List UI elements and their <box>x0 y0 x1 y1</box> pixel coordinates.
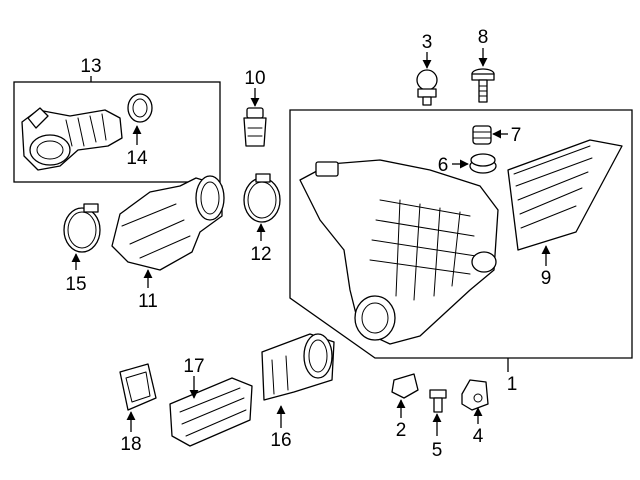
air-cleaner-housing-1 <box>299 159 499 345</box>
bolt-8 <box>471 68 495 103</box>
callout-18: 18 <box>120 434 141 455</box>
callout-16: 16 <box>270 430 291 451</box>
resonator-tube-11 <box>111 175 225 271</box>
callout-17: 17 <box>183 356 204 377</box>
bolt-5 <box>429 389 447 413</box>
grommet-stud-3 <box>416 69 438 106</box>
callout-1: 1 <box>507 374 518 395</box>
callout-13: 13 <box>80 56 101 77</box>
callout-3: 3 <box>422 32 433 53</box>
group-frame-13 <box>13 81 221 183</box>
bracket-4 <box>461 379 489 411</box>
callout-10: 10 <box>244 68 265 89</box>
inlet-hose-assembly-13 <box>21 107 123 171</box>
seal-18 <box>119 363 157 411</box>
callout-14: 14 <box>126 148 148 169</box>
filter-element-9 <box>507 139 623 251</box>
callout-2: 2 <box>396 420 407 441</box>
callout-15: 15 <box>65 274 86 295</box>
duct-seal-17 <box>169 377 253 447</box>
callout-4: 4 <box>473 426 484 447</box>
air-flow-sensor-10 <box>243 107 267 147</box>
intake-duct-16 <box>261 333 335 401</box>
callout-11: 11 <box>138 291 158 312</box>
hose-clamp-12 <box>243 173 281 223</box>
callout-8: 8 <box>478 27 489 48</box>
callout-12: 12 <box>250 244 271 265</box>
callout-9: 9 <box>541 268 552 289</box>
callout-6: 6 <box>438 155 449 176</box>
group-frame-1 <box>289 109 633 359</box>
callout-7: 7 <box>511 125 522 146</box>
callout-5: 5 <box>432 440 443 461</box>
bushing-2 <box>391 373 419 399</box>
hose-clamp-15 <box>63 203 101 253</box>
grommet-6 <box>469 153 497 174</box>
clamp-ring-14 <box>127 93 153 123</box>
grommet-7 <box>472 125 492 145</box>
